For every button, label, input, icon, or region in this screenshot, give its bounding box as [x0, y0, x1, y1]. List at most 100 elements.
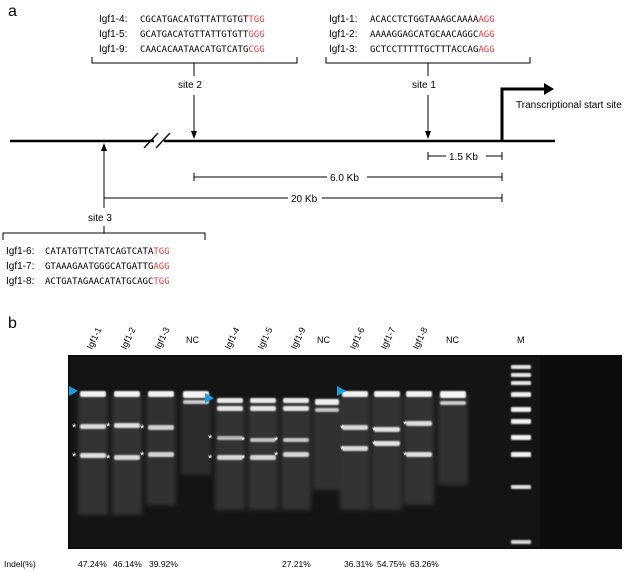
site1-arrow	[425, 95, 431, 139]
gel-band	[315, 408, 339, 412]
guide-name: Igf1-3:	[329, 44, 357, 55]
indel-value: 47.24%	[78, 559, 107, 569]
lane-label: Igf1-5	[256, 326, 275, 351]
indel-row: Indel(%) 47.24% 46.14% 39.92% 27.21% 36.…	[4, 559, 439, 569]
distance-1-5kb: 1.5 Kb	[427, 150, 503, 163]
gel-band	[80, 424, 106, 429]
asterisk-icon: *	[340, 444, 345, 456]
gel-band	[148, 391, 174, 397]
asterisk-icon: *	[241, 435, 246, 447]
blue-triangle-icon	[337, 386, 346, 396]
gel-band	[183, 391, 209, 398]
lane-label: NC	[186, 335, 199, 345]
asterisk-icon: *	[274, 450, 279, 462]
asterisk-icon: *	[106, 453, 111, 465]
guide-sequence: GCTCCTTTTTGCTTTACCAGAGG	[370, 45, 495, 55]
gel-band	[114, 391, 140, 397]
guide-sequence: GTAAAGAATGGGCATGATTGAGG	[45, 262, 170, 272]
asterisk-icon: *	[372, 425, 377, 437]
ladder-band	[511, 373, 531, 377]
asterisk-icon: *	[106, 421, 111, 433]
tss-label: Transcriptional start site	[516, 100, 622, 111]
guide-name: Igf1-5:	[99, 29, 127, 40]
asterisk-icon: *	[403, 450, 408, 462]
gel-band	[440, 391, 466, 398]
pam-sequence: AGG	[153, 262, 169, 272]
site1-guide-group: Igf1-1: ACACCTCTGGTAAAGCAAAAAGG Igf1-2: …	[325, 14, 531, 91]
indel-value: 27.21%	[282, 559, 311, 569]
gel-band	[283, 398, 309, 403]
guide-sequence: ACTGATAGAACATATGCAGCTGG	[45, 277, 170, 287]
bracket	[91, 57, 298, 64]
ladder-band	[511, 365, 531, 369]
asterisk-icon: *	[241, 453, 246, 465]
site2-guide-group: Igf1-4: CGCATGACATGTTATTGTGTTGG Igf1-5: …	[91, 14, 298, 91]
gel-band	[80, 391, 106, 397]
gel-band	[250, 455, 276, 460]
indel-value: 46.14%	[113, 559, 142, 569]
pam-sequence: AGG	[478, 15, 494, 25]
distance-6kb: 6.0 Kb	[193, 171, 503, 184]
lane-label: Igf1-3	[153, 326, 172, 351]
blue-triangle-icon	[69, 386, 78, 396]
tss-arrow-head	[544, 83, 554, 95]
lane-label: Igf1-8	[411, 326, 430, 351]
pam-sequence: TGG	[153, 277, 169, 287]
gel-band	[183, 400, 209, 404]
gel-band	[374, 391, 400, 397]
pam-sequence: AGG	[478, 45, 494, 55]
site-label: site 3	[88, 213, 112, 224]
gel-band	[148, 425, 174, 430]
guide-sequence: ACACCTCTGGTAAAGCAAAAAGG	[370, 15, 495, 25]
guide-name: Igf1-8:	[6, 276, 34, 287]
asterisk-icon: *	[403, 419, 408, 431]
guide-name: Igf1-1:	[329, 14, 357, 25]
gel-band	[406, 452, 432, 457]
tss-arrow-line	[500, 87, 546, 141]
ladder-band	[511, 435, 531, 440]
bracket	[2, 232, 206, 240]
indel-value: 39.92%	[149, 559, 178, 569]
pam-sequence: TGG	[248, 15, 264, 25]
asterisk-icon: *	[340, 423, 345, 435]
distance-label: 20 Kb	[291, 194, 318, 205]
asterisk-icon: *	[274, 435, 279, 447]
gel-band	[217, 455, 243, 460]
site-label: site 2	[178, 80, 202, 91]
guide-name: Igf1-2:	[329, 29, 357, 40]
gel-bands	[80, 365, 531, 544]
guide-sequence: CAACACAATAACATGTCATGCGG	[140, 45, 265, 55]
lane-label: Igf1-9	[289, 326, 308, 351]
pam-sequence: GGG	[248, 30, 264, 40]
lane-label: Igf1-1	[85, 326, 104, 351]
indel-value: 63.26%	[410, 559, 439, 569]
gel-band	[217, 398, 243, 403]
pam-sequence: AGG	[478, 30, 494, 40]
guide-sequence: CGCATGACATGTTATTGTGTTGG	[140, 15, 265, 25]
guide-name: Igf1-9:	[99, 44, 127, 55]
asterisk-icon: *	[140, 450, 145, 462]
tss-arrow: Transcriptional start site	[500, 83, 622, 141]
gel-band	[406, 391, 432, 397]
gel-band	[148, 452, 174, 457]
site3-guide-group: site 3 Igf1-6: CATATGTTCTATCAGTCATATGG I…	[2, 213, 206, 287]
ladder-band	[511, 540, 531, 544]
asterisk-icon: *	[72, 422, 77, 434]
asterisk-icon: *	[208, 453, 213, 465]
site-label: site 1	[412, 80, 436, 91]
gel-band	[250, 438, 276, 442]
gel-band	[283, 452, 309, 457]
bracket	[325, 57, 531, 64]
line-break-mark	[143, 132, 159, 149]
ladder-band	[511, 407, 531, 412]
guide-sequence: CATATGTTCTATCAGTCATATGG	[45, 247, 170, 257]
uncut-band-markers	[69, 386, 346, 403]
gel-band	[250, 398, 276, 403]
asterisk-icon: *	[72, 451, 77, 463]
blue-triangle-icon	[205, 393, 214, 403]
lane-labels: Igf1-1 Igf1-2 Igf1-3 NC Igf1-4 Igf1-5 Ig…	[85, 326, 525, 351]
guide-sequence: GCATGACATGTTATTGTGTTGGG	[140, 30, 265, 40]
distance-label: 6.0 Kb	[330, 173, 359, 184]
guide-sequence: AAAAGGAGCATGCAACAGGCAGG	[370, 30, 495, 40]
